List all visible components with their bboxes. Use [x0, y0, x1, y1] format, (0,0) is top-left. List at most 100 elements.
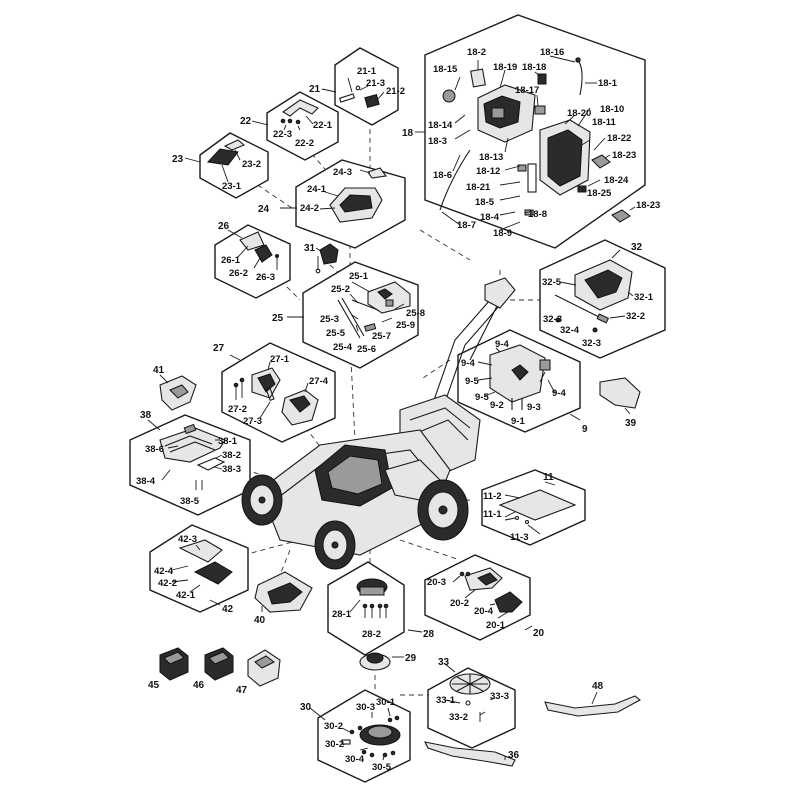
label-25: 25 [272, 313, 284, 324]
label-26: 26 [218, 221, 230, 232]
label-23: 23 [172, 154, 184, 165]
label-18-25: 18-25 [587, 188, 612, 199]
label-25-1: 25-1 [349, 271, 369, 282]
label-21-2: 21-2 [386, 86, 405, 97]
label-38: 38 [140, 410, 152, 421]
label-38-6: 38-6 [145, 444, 164, 455]
label-9-4-b: 9-4 [461, 358, 475, 369]
label-18-21: 18-21 [466, 182, 491, 193]
label-27-1: 27-1 [270, 354, 290, 365]
label-30-2-b: 30-2 [325, 739, 344, 750]
label-9-4-a: 9-4 [495, 339, 509, 350]
group-26: 26 26-1 26-2 26-3 [214, 221, 291, 299]
label-28: 28 [423, 629, 435, 640]
label-42: 42 [222, 604, 234, 615]
part-18-23-standalone: 18-23 [611, 200, 660, 223]
label-27-4: 27-4 [309, 376, 329, 387]
label-32-2: 32-2 [626, 311, 645, 322]
label-22-2: 22-2 [295, 138, 314, 149]
label-24-1: 24-1 [307, 184, 327, 195]
label-9-2: 9-2 [490, 400, 504, 411]
group-18: 18 18-2 18-15 18-19 18-18 18-16 18-1 18-… [402, 14, 646, 249]
label-22-1: 22-1 [313, 120, 333, 131]
label-9-5: 9-5 [465, 376, 479, 387]
group-42: 42-3 42-4 42-2 42-1 42 [149, 524, 249, 615]
label-33-1: 33-1 [436, 695, 456, 706]
label-27: 27 [213, 343, 225, 354]
label-33-3: 33-3 [490, 691, 509, 702]
group-30: 30 30-3 30-1 30-2 30-2 30-4 30-5 [300, 689, 411, 783]
label-18-19: 18-19 [493, 62, 517, 73]
label-47: 47 [236, 685, 248, 696]
group-9: 9-4 9-4 9-5 9-5 9-2 9-3 9-4 9-1 9 [457, 329, 588, 435]
label-18-23-b: 18-23 [636, 200, 660, 211]
label-26-3: 26-3 [256, 272, 275, 283]
label-18-7: 18-7 [457, 220, 476, 231]
label-18-13: 18-13 [479, 152, 503, 163]
label-18-6: 18-6 [433, 170, 452, 181]
label-32-5: 32-5 [542, 277, 562, 288]
label-11-2: 11-2 [483, 491, 502, 502]
group-24: 24-3 24-1 24-2 24 [258, 159, 406, 249]
label-18-10: 18-10 [600, 104, 624, 115]
group-27: 27 27-1 27-4 27-2 27-3 [213, 342, 336, 443]
label-9-4-c: 9-4 [552, 388, 566, 399]
label-38-5: 38-5 [180, 496, 200, 507]
label-33: 33 [438, 657, 450, 668]
label-25-7: 25-7 [372, 331, 391, 342]
label-18-20: 18-20 [567, 108, 591, 119]
label-18-4: 18-4 [480, 212, 500, 223]
label-23-1: 23-1 [222, 181, 242, 192]
label-36: 36 [508, 750, 520, 761]
label-20: 20 [533, 628, 545, 639]
label-9-5-dup: 9-5 [475, 392, 489, 403]
label-18-11: 18-11 [592, 117, 616, 128]
label-30-2: 30-2 [324, 721, 343, 732]
label-20-1: 20-1 [486, 620, 506, 631]
label-41: 41 [153, 365, 165, 376]
label-27-3: 27-3 [243, 416, 262, 427]
label-48: 48 [592, 681, 604, 692]
label-25-8: 25-8 [406, 308, 425, 319]
label-32-3-b: 32-3 [582, 338, 601, 349]
label-18-16: 18-16 [540, 47, 564, 58]
label-39: 39 [625, 418, 637, 429]
label-22: 22 [240, 116, 252, 127]
label-11: 11 [543, 472, 554, 483]
group-38: 38 38-6 38-1 38-2 38-3 38-4 38-5 [129, 410, 251, 516]
label-38-2: 38-2 [222, 450, 241, 461]
label-30-5: 30-5 [372, 762, 392, 773]
label-38-4: 38-4 [136, 476, 156, 487]
part-39: 39 [599, 377, 641, 429]
label-38-3: 38-3 [222, 464, 241, 475]
label-40: 40 [254, 615, 266, 626]
label-33-2: 33-2 [449, 712, 468, 723]
part-41: 41 [153, 365, 197, 411]
group-22: 22-1 22-3 22-2 22 [240, 91, 339, 161]
blade-48: 48 [544, 681, 641, 717]
label-18-3: 18-3 [428, 136, 447, 147]
label-18-22: 18-22 [607, 133, 631, 144]
label-25-3: 25-3 [320, 314, 339, 325]
battery-46: 46 [193, 647, 234, 691]
label-18-5: 18-5 [475, 197, 495, 208]
label-18-17: 18-17 [515, 85, 539, 96]
label-18-12: 18-12 [476, 166, 500, 177]
label-42-4: 42-4 [154, 566, 174, 577]
group-25: 25-1 25-2 25-3 25-5 25-4 25-6 25-7 25-8 … [272, 261, 425, 369]
label-18-1: 18-1 [598, 78, 618, 89]
group-28: 28-1 28-2 28 [327, 561, 435, 656]
label-27-2: 27-2 [228, 404, 247, 415]
label-18-23: 18-23 [612, 150, 636, 161]
label-25-2: 25-2 [331, 284, 350, 295]
part-31: 31 [304, 243, 339, 274]
label-45: 45 [148, 680, 160, 691]
label-25-5: 25-5 [326, 328, 346, 339]
label-18: 18 [402, 128, 414, 139]
label-20-2: 20-2 [450, 598, 469, 609]
label-30-4: 30-4 [345, 754, 365, 765]
group-21: 21-1 21-3 21-2 21 [309, 47, 405, 126]
label-9-3: 9-3 [527, 402, 541, 413]
mower-assembly [241, 277, 516, 570]
